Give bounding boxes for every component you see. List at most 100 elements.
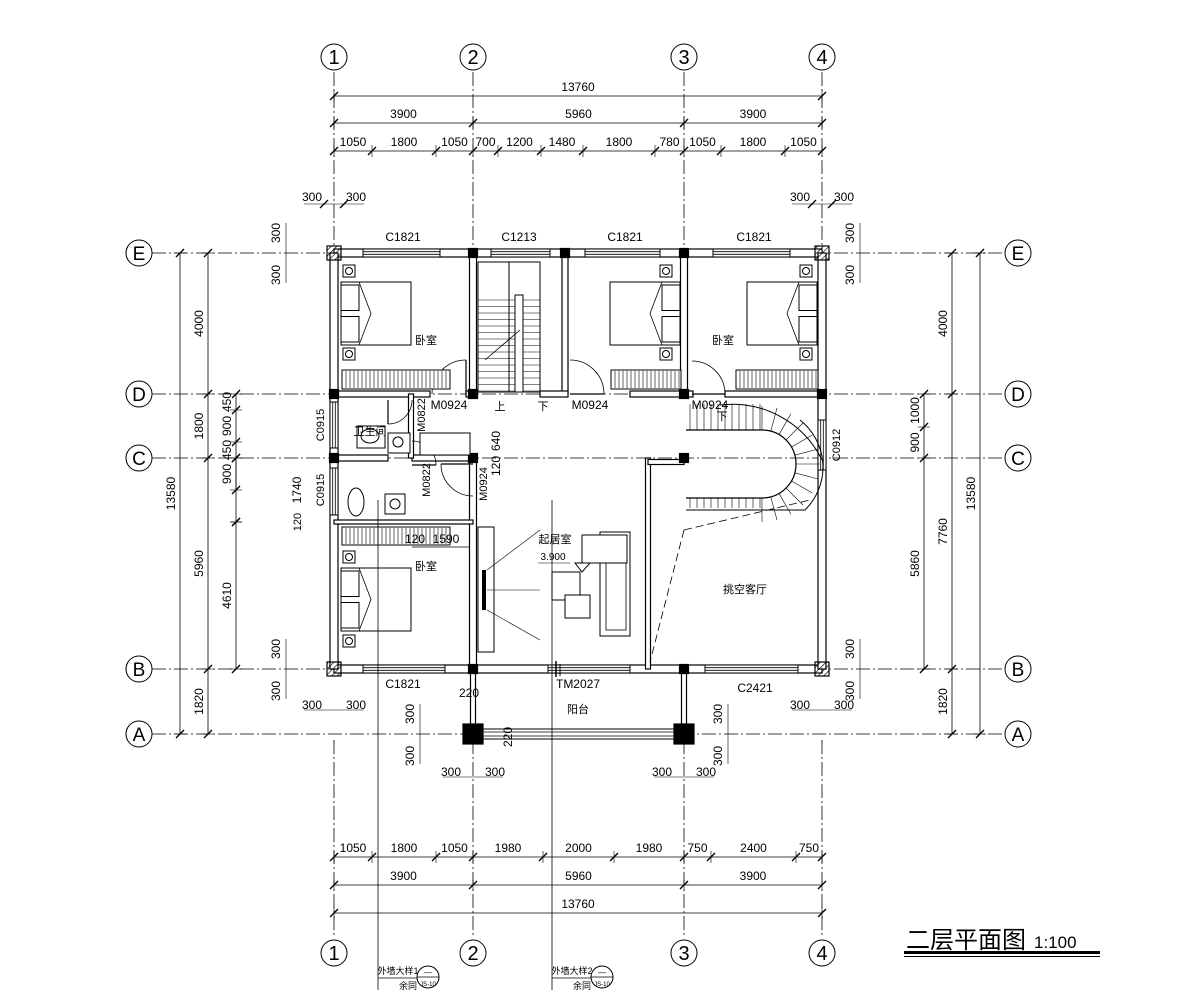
dim-300: 300 [834, 698, 854, 712]
bed-1-fold [358, 281, 372, 346]
dim-top-bays-value: 3900 [390, 107, 417, 121]
dim-1590: 1590 [433, 532, 460, 546]
opening-label: C1821 [385, 230, 421, 244]
dim-300: 300 [441, 765, 461, 779]
wall-segment [647, 458, 685, 466]
room-elevation: 3.900 [540, 552, 565, 563]
dim-300: 300 [843, 681, 857, 701]
window [329, 467, 339, 516]
axis-label-B: B [133, 660, 146, 681]
dim-bottom-detail-value: 2000 [565, 841, 592, 855]
dim-top-detail-value: 1800 [606, 135, 633, 149]
toilet-tank [356, 425, 386, 449]
dim-left-outer-value: 1800 [192, 412, 206, 439]
room-label-balcony: 阳台 [567, 702, 589, 716]
lamp [659, 264, 673, 278]
window [362, 248, 441, 258]
stair-1-rail [514, 294, 524, 393]
axis-label-3: 3 [678, 943, 689, 965]
dim-top-detail-value: 1800 [740, 135, 767, 149]
column [673, 723, 695, 745]
bed-2-pillow [661, 316, 681, 343]
dim-120: 120 [489, 456, 503, 476]
detail-sub: 余同 [573, 980, 591, 991]
axis-bubble-A [1004, 720, 1032, 748]
dim-bottom-detail-value: 1050 [340, 841, 367, 855]
washbasin-bowl [392, 436, 404, 448]
dim-top-detail-value: 700 [475, 135, 495, 149]
dim-top-detail-value: 1800 [391, 135, 418, 149]
wall-segment [561, 252, 569, 395]
detail-label: 外墙大样2 [551, 965, 592, 976]
wall-segment [468, 252, 478, 395]
dim-300: 300 [652, 765, 672, 779]
dim-bottom-detail-value: 1980 [636, 841, 663, 855]
lamp [342, 634, 356, 648]
dim-bottom-bays-value: 3900 [740, 869, 767, 883]
dim-300: 300 [790, 190, 810, 204]
wall-segment [333, 454, 389, 462]
dim-tick [827, 199, 837, 209]
dim-top-detail-value: 1050 [689, 135, 716, 149]
wardrobe-2 [610, 369, 682, 390]
axis-label-B: B [1012, 660, 1025, 681]
dim-bottom-detail-value: 1050 [441, 841, 468, 855]
stair-tread [778, 413, 792, 435]
room-label-bathroom: 卫生间 [354, 424, 387, 438]
lamp [342, 264, 356, 278]
walls [326, 245, 830, 745]
detail-ref-top: — [598, 968, 606, 977]
opening-label: C1821 [607, 230, 643, 244]
dim-300: 300 [346, 698, 366, 712]
dim-300: 300 [269, 681, 283, 701]
lamp [342, 550, 356, 564]
wardrobe-3 [735, 369, 819, 390]
axis-bubble-2 [459, 939, 487, 967]
dim-right-outer-value: 1820 [936, 688, 950, 715]
stair-tread [791, 434, 813, 448]
dim-300: 300 [711, 746, 725, 766]
dim-bottom-detail-value: 1980 [495, 841, 522, 855]
dim-bottom-detail-value: 750 [799, 841, 819, 855]
spiral-stair-inner [686, 429, 797, 499]
dim-top-detail-value: 1050 [340, 135, 367, 149]
axis-label-E: E [1012, 244, 1025, 265]
opening-label: C2421 [737, 681, 773, 695]
tv-view-line [486, 529, 541, 571]
drawing-title-text: 二层平面图 [906, 926, 1026, 954]
dim-300: 300 [843, 223, 857, 243]
dim-top-bays-value: 3900 [740, 107, 767, 121]
stair-tread [794, 472, 819, 480]
axis-bubble-4 [808, 939, 836, 967]
opening-label: TM2027 [556, 677, 600, 691]
dim-top-detail-value: 780 [659, 135, 679, 149]
dim-300: 300 [403, 704, 417, 724]
axis-bubble-3 [670, 43, 698, 71]
stair-tread [794, 448, 819, 456]
spiral-stair-outer [686, 419, 824, 511]
dim-top-detail-value: 1200 [506, 135, 533, 149]
axis-label-A: A [1012, 725, 1025, 746]
dim-top-detail-value: 1050 [441, 135, 468, 149]
dim-top-detail-value: 1480 [549, 135, 576, 149]
stair-break-line [484, 329, 521, 361]
dim-120-b: 120 [405, 532, 425, 546]
opening-label: M0924 [478, 467, 490, 501]
dim-300: 300 [269, 223, 283, 243]
toilet-bowl [360, 428, 380, 444]
washbasin [387, 432, 411, 454]
column [678, 663, 690, 675]
dim-left-outer-value: 1820 [192, 688, 206, 715]
axis-bubble-E [1004, 239, 1032, 267]
furniture [340, 261, 824, 677]
column [328, 452, 340, 464]
door-bedroom-3-swing [691, 360, 726, 395]
tv-view-line [486, 609, 541, 641]
dim-right-inner-value: 1000 [908, 397, 922, 424]
stair-tread [770, 496, 778, 521]
dim-left-outer-value: 4000 [192, 310, 206, 337]
opening-label: C0915 [315, 409, 327, 441]
